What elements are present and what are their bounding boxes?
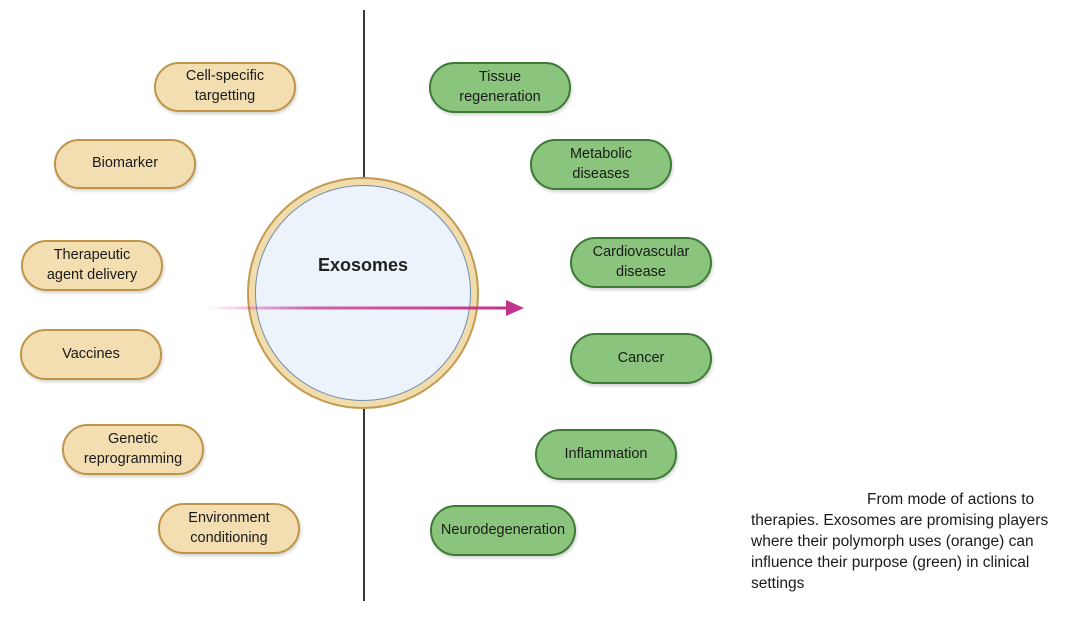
caption-body: therapies. Exosomes are promising player… <box>751 512 1049 592</box>
purpose-metabolic-diseases: Metabolic diseases <box>530 139 672 190</box>
use-environment-conditioning: Environment conditioning <box>158 503 300 554</box>
exosome-label: Exosomes <box>317 255 409 275</box>
use-vaccines: Vaccines <box>20 329 162 380</box>
purpose-cardiovascular-disease: Cardiovascular disease <box>570 237 712 288</box>
purpose-tissue-regeneration: Tissue regeneration <box>429 62 571 113</box>
use-cell-specific-targetting: Cell-specific targetting <box>154 62 296 112</box>
purpose-neurodegeneration: Neurodegeneration <box>430 505 576 556</box>
exosome-body <box>255 185 471 401</box>
divider-line-bottom <box>363 409 365 601</box>
purpose-inflammation: Inflammation <box>535 429 677 480</box>
use-genetic-reprogramming: Genetic reprogramming <box>62 424 204 475</box>
divider-line-top <box>363 10 365 178</box>
figure-caption: From mode of actions to therapies. Exoso… <box>751 489 1075 594</box>
use-biomarker: Biomarker <box>54 139 196 189</box>
use-therapeutic-agent-delivery: Therapeutic agent delivery <box>21 240 163 291</box>
caption-lead: From mode of actions to <box>867 491 1035 508</box>
purpose-cancer: Cancer <box>570 333 712 384</box>
arrow-head <box>506 300 524 316</box>
